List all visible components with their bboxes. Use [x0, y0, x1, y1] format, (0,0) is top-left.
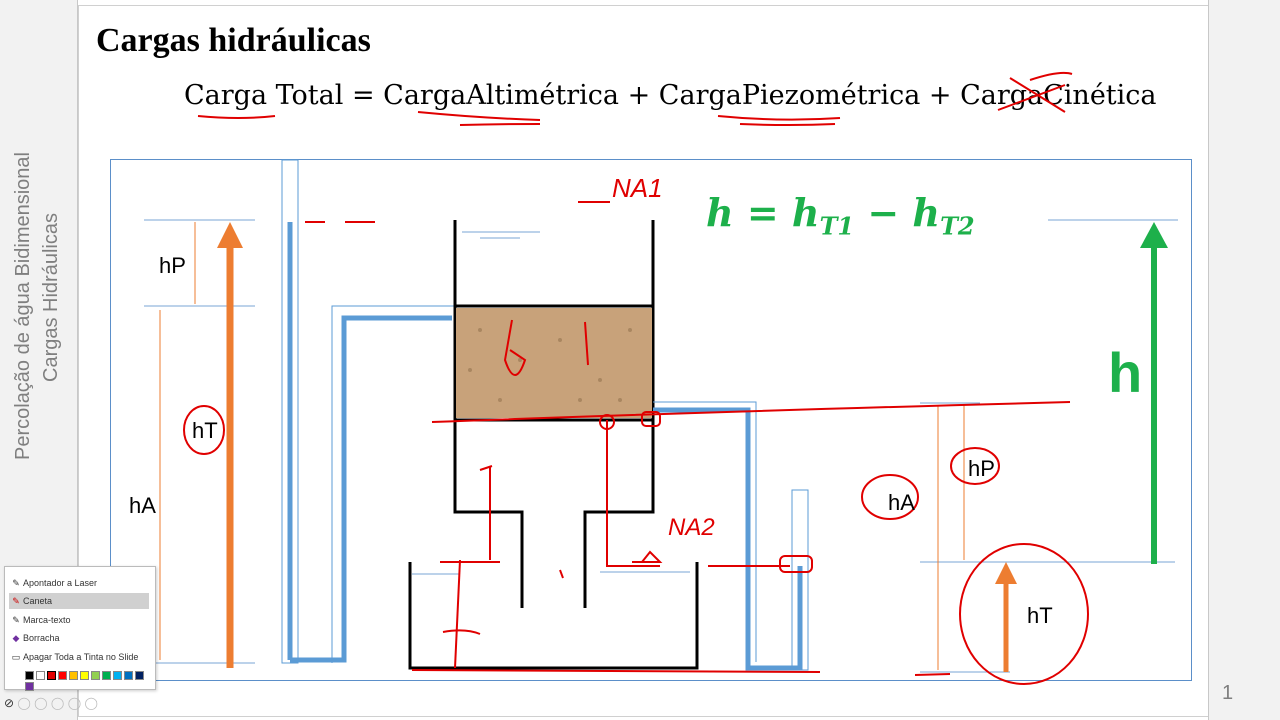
color-swatch-dark-blue[interactable]	[135, 671, 144, 680]
left-total-head-arrow	[217, 222, 243, 668]
ink-tools-menu: ✎Apontador a Laser ✎Caneta ✎Marca-texto …	[4, 566, 156, 691]
pen-tool-icon[interactable]: ⊘	[4, 696, 15, 710]
color-swatch-light-green[interactable]	[91, 671, 100, 680]
right-panel	[1208, 0, 1280, 720]
menu-item-label: Apontador a Laser	[23, 578, 98, 588]
color-palette	[25, 671, 155, 691]
menu-item-pen[interactable]: ✎Caneta	[9, 593, 149, 609]
soil-sample	[456, 308, 652, 418]
page-number: 1	[1222, 682, 1234, 704]
color-swatch-yellow[interactable]	[80, 671, 89, 680]
right-dimension-lines	[920, 219, 1178, 673]
color-swatch-white[interactable]	[36, 671, 45, 680]
equation-lhs: h = h	[706, 190, 820, 235]
erase-all-icon: ▭	[11, 652, 21, 662]
color-swatch-red[interactable]	[58, 671, 67, 680]
red-ink-annotations	[183, 201, 1089, 685]
color-swatch-blue[interactable]	[124, 671, 133, 680]
right-dimension-arrows	[937, 405, 965, 670]
right-piezometer-tube	[653, 401, 809, 671]
head-loss-arrow	[1140, 222, 1168, 564]
left-dimension-arrows	[159, 222, 196, 660]
slideshow-toolbar: ⊘ ◯ ◯ ◯ ◯ ◯	[4, 696, 98, 710]
menu-item-label: Apagar Toda a Tinta no Slide	[23, 652, 139, 662]
equation-mid: − h	[854, 190, 941, 235]
formula-ink-underlines	[197, 71, 1073, 126]
menu-item-erase-all[interactable]: ▭Apagar Toda a Tinta no Slide	[9, 649, 149, 665]
head-loss-equation: h = hT1 − hT2	[706, 190, 975, 241]
menu-item-label: Marca-texto	[23, 615, 71, 625]
color-swatch-light-blue[interactable]	[113, 671, 122, 680]
color-swatch-dark-red[interactable]	[47, 671, 56, 680]
pen-icon: ✎	[12, 596, 20, 606]
label-hT-right: hT	[1027, 603, 1053, 628]
permeameter	[408, 220, 699, 670]
label-hT-left: hT	[192, 418, 218, 443]
menu-item-eraser[interactable]: ◆Borracha	[9, 630, 149, 646]
hydraulic-figure-frame	[110, 159, 1192, 681]
highlighter-icon: ✎	[12, 615, 20, 625]
total-head-formula: Carga Total = CargaAltimétrica + CargaPi…	[184, 80, 1157, 111]
color-swatch-orange[interactable]	[69, 671, 78, 680]
label-hP-right: hP	[968, 456, 995, 481]
equation-sub1: T1	[819, 211, 855, 241]
color-swatch-black[interactable]	[25, 671, 34, 680]
label-hP-left: hP	[159, 253, 186, 278]
left-dimension-lines	[144, 219, 255, 664]
water-surface-marks	[412, 231, 690, 575]
menu-item-highlighter[interactable]: ✎Marca-texto	[9, 612, 149, 628]
laser-pointer-icon: ✎	[12, 578, 20, 588]
label-NA2: NA2	[668, 514, 715, 541]
color-swatch-green[interactable]	[102, 671, 111, 680]
equation-sub2: T2	[940, 211, 975, 241]
menu-item-laser-pointer[interactable]: ✎Apontador a Laser	[9, 575, 149, 591]
toolbar-icons: ◯ ◯ ◯ ◯ ◯	[17, 696, 98, 710]
color-swatch-purple[interactable]	[25, 682, 34, 691]
label-hA-right: hA	[888, 490, 915, 515]
label-NA1: NA1	[612, 173, 663, 203]
left-piezometer-tube	[281, 159, 455, 664]
menu-item-label: Caneta	[23, 596, 53, 606]
right-total-head-arrow	[995, 562, 1017, 672]
label-h-head-loss: h	[1108, 341, 1143, 404]
slide-title: Cargas hidráulicas	[96, 22, 371, 59]
label-hA-left: hA	[129, 493, 156, 518]
soil-texture	[468, 328, 632, 402]
eraser-icon: ◆	[12, 633, 20, 643]
menu-item-label: Borracha	[23, 633, 60, 643]
